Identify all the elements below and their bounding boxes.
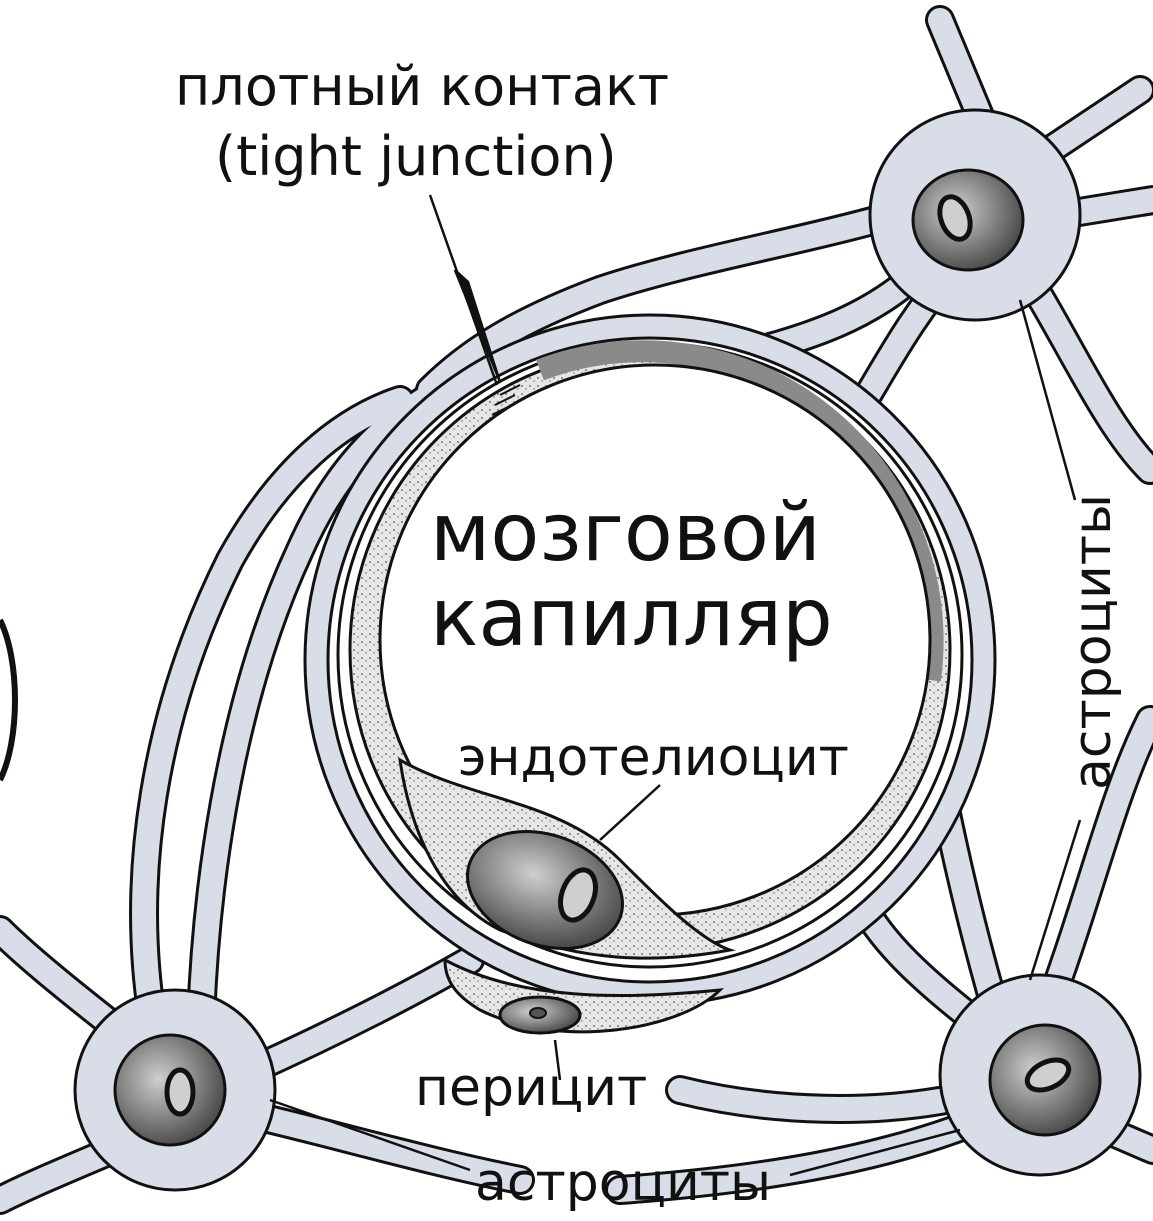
label-astrocytes-bottom: астроциты xyxy=(475,1153,771,1213)
label-pericyte: перицит xyxy=(415,1058,647,1118)
label-capillary-line1: мозговой xyxy=(430,486,821,579)
label-tight-junction-ru: плотный контакт xyxy=(175,55,669,118)
tight-junction-marker xyxy=(491,384,521,416)
astrocyte-bottom-left xyxy=(73,988,277,1192)
label-endotheliocyte: эндотелиоцит xyxy=(458,728,849,788)
endotheliocyte-leader xyxy=(599,784,661,841)
pericyte-leader xyxy=(553,1039,562,1081)
astrocytes-right-upper-leader xyxy=(1018,299,1077,501)
endotheliocyte-cell xyxy=(398,757,736,960)
astrocytes-bottom-right-leader xyxy=(789,1128,961,1177)
label-astrocytes-right: астроциты xyxy=(1063,494,1123,790)
partial-cell-left-edge xyxy=(0,618,18,782)
label-tight-junction-en: (tight junction) xyxy=(215,125,617,188)
astrocyte-top-right xyxy=(868,108,1082,322)
label-capillary-line2: капилляр xyxy=(430,571,833,664)
pericyte-cell xyxy=(443,957,725,1035)
leader-lines xyxy=(269,194,1082,1177)
astrocyte-bottom-right xyxy=(938,973,1142,1177)
astrocytes-bottom-left-leader xyxy=(269,1098,471,1172)
tight-junction-arrowhead xyxy=(453,269,502,383)
astrocytes-right-lower-leader xyxy=(1028,819,1082,981)
